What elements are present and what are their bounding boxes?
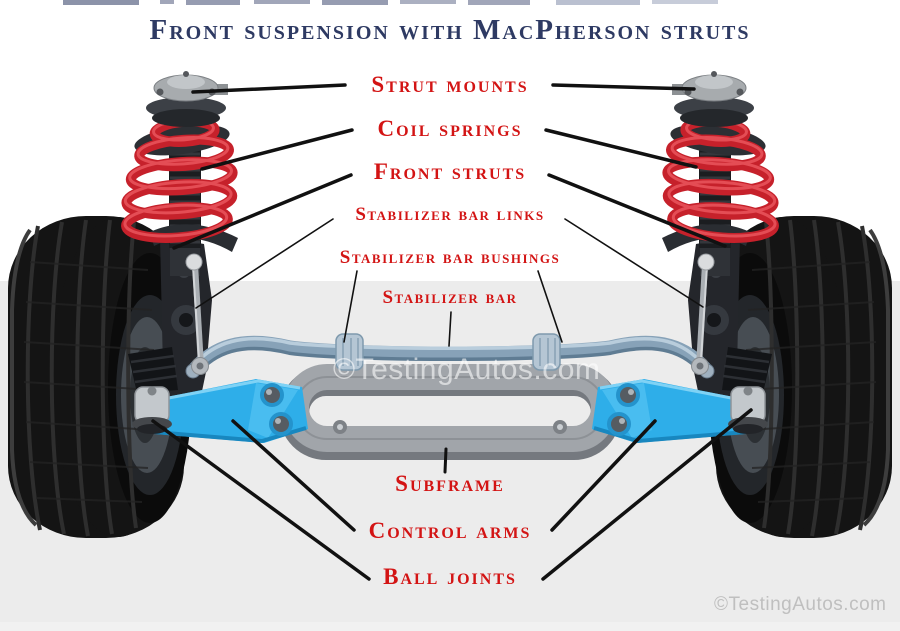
label-coil-springs: Coil springs [377,116,523,141]
label-stabilizer-bar: Stabilizer bar [382,287,518,308]
top-cropped-text-remnant [63,0,718,5]
stabilizer-bar-bushing [532,333,561,371]
label-front-struts: Front struts [373,159,527,184]
label-strut-mounts: Strut mounts [371,72,529,97]
watermark-center: ©TestingAutos.com [333,353,601,386]
stabilizer-bar-bushing [335,333,364,371]
label-stabilizer-bar-links: Stabilizer bar links [355,204,545,225]
label-ball-joints: Ball joints [383,564,517,589]
leader-lines [151,83,753,581]
label-control-arms: Control arms [368,518,532,543]
label-subframe: Subframe [395,471,505,496]
background-bottom-strip [0,622,900,631]
label-stabilizer-bar-bushings: Stabilizer bar bushings [339,247,561,268]
diagram-title: Front suspension with MacPherson struts [149,14,751,46]
watermark-corner: ©TestingAutos.com [714,594,887,615]
